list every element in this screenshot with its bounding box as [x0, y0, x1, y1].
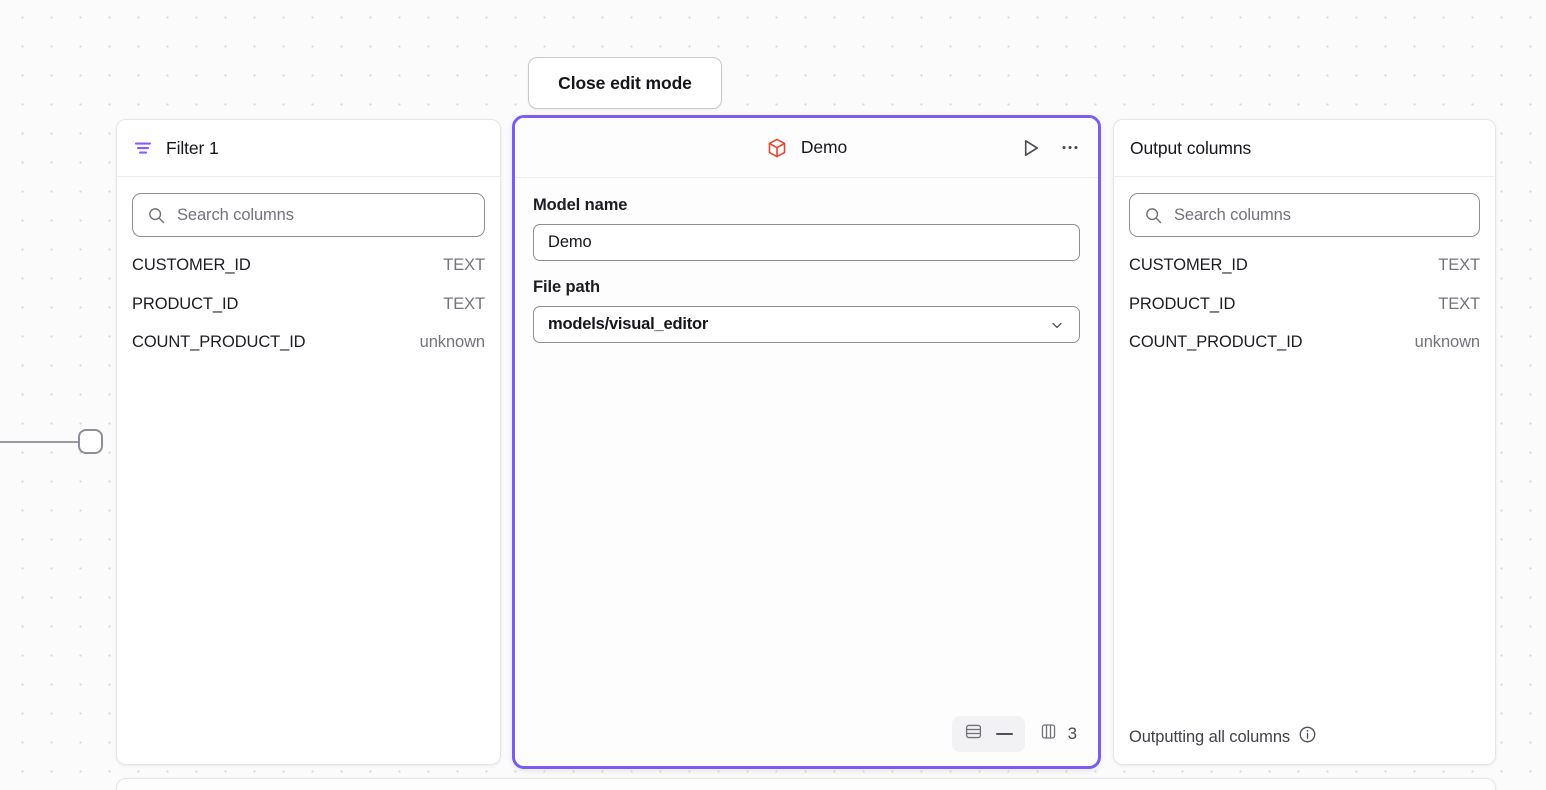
column-name: COUNT_PRODUCT_ID — [1129, 333, 1303, 351]
filter-column-list: CUSTOMER_ID TEXT PRODUCT_ID TEXT COUNT_P… — [117, 256, 500, 372]
search-icon — [1144, 206, 1163, 225]
bottom-partial-panel[interactable] — [116, 778, 1496, 790]
filter-icon — [133, 138, 153, 158]
model-form: Model name Demo File path models/visual_… — [515, 178, 1098, 343]
rows-stat[interactable] — [951, 716, 1025, 752]
list-item[interactable]: COUNT_PRODUCT_ID unknown — [1129, 333, 1480, 372]
model-node-footer: 3 — [951, 716, 1081, 752]
filter-search-input[interactable]: Search columns — [132, 193, 485, 237]
close-edit-mode-button[interactable]: Close edit mode — [528, 57, 722, 109]
list-item[interactable]: PRODUCT_ID TEXT — [132, 295, 485, 334]
connection-handle[interactable] — [78, 429, 103, 454]
search-icon — [147, 206, 166, 225]
column-name: PRODUCT_ID — [132, 294, 239, 313]
output-column-list: CUSTOMER_ID TEXT PRODUCT_ID TEXT COUNT_P… — [1114, 256, 1495, 372]
run-icon[interactable] — [1019, 136, 1042, 159]
filter-node-panel[interactable]: Filter 1 Search columns CUSTOMER_ID TEXT — [116, 119, 501, 765]
columns-icon — [1039, 722, 1058, 746]
column-type: unknown — [1414, 333, 1480, 351]
columns-count: 3 — [1067, 724, 1077, 743]
model-name-field[interactable]: Demo — [533, 224, 1080, 261]
list-item[interactable]: CUSTOMER_ID TEXT — [132, 256, 485, 295]
model-node-header-actions — [1019, 136, 1081, 159]
column-name: CUSTOMER_ID — [132, 256, 251, 274]
list-item[interactable]: CUSTOMER_ID TEXT — [1129, 256, 1480, 295]
file-path-select[interactable]: models/visual_editor — [533, 306, 1080, 343]
list-item[interactable]: COUNT_PRODUCT_ID unknown — [132, 333, 485, 372]
model-node-title: Demo — [800, 137, 848, 157]
output-node-title: Output columns — [1130, 137, 1252, 158]
list-item[interactable]: PRODUCT_ID TEXT — [1129, 295, 1480, 334]
info-icon[interactable] — [1298, 725, 1317, 749]
rows-value-dash — [995, 732, 1013, 736]
file-path-value: models/visual_editor — [548, 315, 709, 333]
file-path-label: File path — [533, 278, 600, 296]
filter-node-title: Filter 1 — [166, 137, 219, 158]
column-type: TEXT — [1438, 256, 1480, 274]
filter-node-body: Search columns CUSTOMER_ID TEXT PRODUCT_… — [117, 193, 500, 372]
more-options-icon[interactable] — [1059, 137, 1081, 159]
cube-icon — [766, 137, 788, 159]
chevron-down-icon — [1049, 317, 1065, 333]
model-name-label: Model name — [533, 196, 628, 214]
filter-node-header: Filter 1 — [117, 120, 500, 177]
column-name: CUSTOMER_ID — [1129, 256, 1248, 274]
output-node-body: Search columns CUSTOMER_ID TEXT PRODUCT_… — [1114, 193, 1495, 372]
output-search-input[interactable]: Search columns — [1129, 193, 1480, 237]
output-node-header: Output columns — [1114, 120, 1495, 177]
model-node-header: Demo — [515, 118, 1098, 178]
column-type: unknown — [419, 333, 485, 351]
output-columns-panel[interactable]: Output columns Search columns CUSTOMER_I… — [1113, 119, 1496, 765]
column-type: TEXT — [443, 294, 485, 313]
model-node-panel[interactable]: Demo Model name Demo Fil — [512, 115, 1101, 769]
output-search-placeholder: Search columns — [1174, 205, 1291, 224]
output-footer: Outputting all columns — [1114, 710, 1495, 764]
column-name: PRODUCT_ID — [1129, 294, 1236, 313]
edge-line — [0, 441, 82, 443]
column-type: TEXT — [1438, 294, 1480, 313]
column-name: COUNT_PRODUCT_ID — [132, 333, 306, 351]
filter-search-placeholder: Search columns — [177, 205, 294, 224]
columns-stat[interactable]: 3 — [1025, 716, 1081, 752]
rows-icon — [964, 722, 983, 746]
column-type: TEXT — [443, 256, 485, 274]
output-footer-text: Outputting all columns — [1129, 727, 1291, 746]
